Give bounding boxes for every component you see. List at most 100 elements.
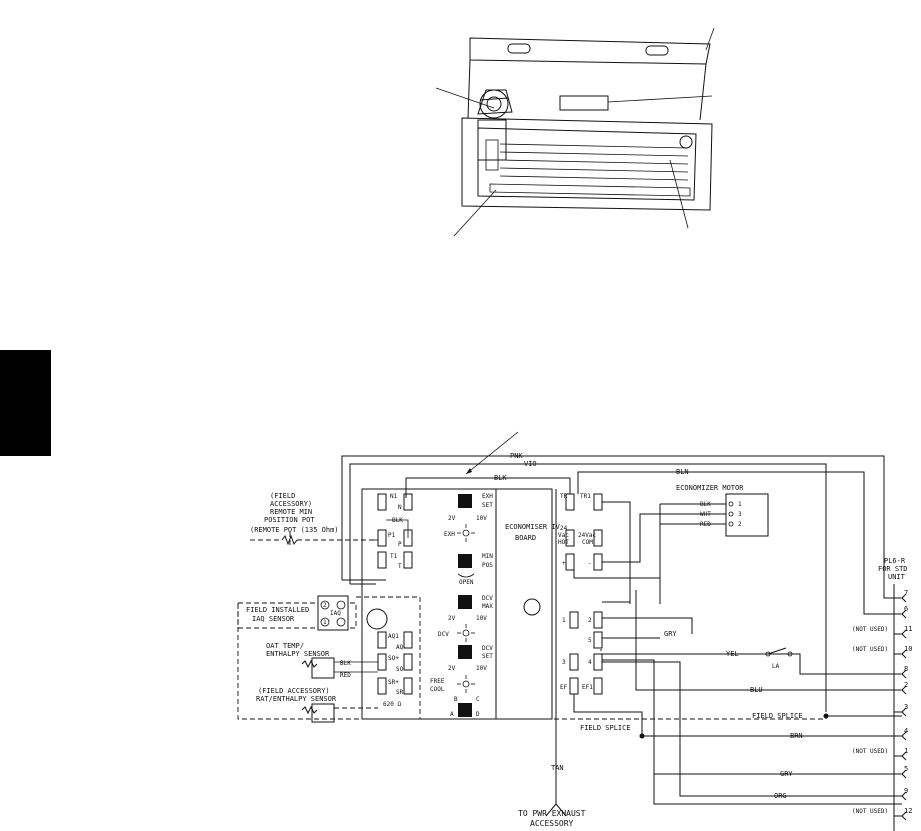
power-exhaust-label: TO PWR EXHAUST ACCESSORY [518,809,586,828]
svg-text:ORG: ORG [774,792,787,800]
svg-text:4: 4 [588,659,592,666]
svg-text:A: A [450,711,454,718]
plug-pin-number: 9 [904,787,908,795]
svg-text:IAQ SENSOR: IAQ SENSOR [252,615,295,623]
svg-text:AQ: AQ [396,644,404,651]
svg-text:2V: 2V [448,615,456,622]
svg-text:3: 3 [738,511,742,518]
svg-text:OPEN: OPEN [459,579,474,586]
plug-pin-connector [894,731,907,741]
svg-text:FOR STD: FOR STD [878,565,908,573]
plug-pin-number: 3 [904,703,908,711]
wire-harness: PNK VIO BLK BLN GRY YEL LA [341,431,902,817]
svg-text:D: D [476,711,480,718]
svg-text:BLU: BLU [750,686,763,694]
plug-pin-number: 12 [904,807,912,815]
svg-text:2: 2 [323,602,327,609]
svg-text:C: C [476,696,480,703]
svg-text:2: 2 [738,521,742,528]
plug-pin-number: 7 [904,589,908,597]
svg-text:DCV: DCV [482,645,493,652]
plug-pin-connector [894,707,907,717]
svg-text:BRN: BRN [790,732,803,740]
svg-text:TR: TR [560,493,568,500]
svg-text:24Vac: 24Vac [578,532,596,539]
plug-pin-note: (NOT USED) [852,626,888,633]
plug-pin-number: 4 [904,727,908,735]
svg-text:VIO: VIO [524,460,537,468]
plug-pin-number: 6 [904,605,908,613]
svg-text:N1: N1 [390,493,398,500]
svg-text:(FIELD: (FIELD [270,492,295,500]
svg-text:IAQ: IAQ [330,610,341,617]
economiser-board: ECONOMISER IV BOARD N1 N P1 P T1 T AQ1 A… [361,488,603,720]
svg-text:P: P [398,541,402,548]
svg-text:DCV: DCV [438,631,449,638]
svg-text:10V: 10V [476,515,487,522]
plug-pin-connector [894,791,907,801]
plug-pin-connector [894,669,907,679]
rat-enthalpy-sensor: (FIELD ACCESSORY) RAT/ENTHALPY SENSOR [256,687,378,723]
svg-text:COOL: COOL [430,686,445,693]
svg-text:YEL: YEL [726,650,739,658]
economizer-motor: ECONOMIZER MOTOR BLK WHT RED 1 3 2 [676,484,769,537]
svg-text:SR+: SR+ [388,679,399,686]
svg-text:BLK: BLK [340,660,351,667]
svg-text:SET: SET [482,653,493,660]
svg-text:SR: SR [396,689,404,696]
svg-text:TAN: TAN [551,764,564,772]
svg-text:LA: LA [772,663,780,670]
svg-text:UNIT: UNIT [888,573,906,581]
svg-text:T1: T1 [390,553,398,560]
svg-text:RAT/ENTHALPY SENSOR: RAT/ENTHALPY SENSOR [256,695,337,703]
svg-text:POS: POS [482,562,493,569]
plug-pin-connector [894,751,907,761]
remote-min-position-pot: (FIELD ACCESSORY) REMOTE MIN POSITION PO… [250,492,409,546]
svg-text:BOARD: BOARD [515,534,536,542]
svg-text:1: 1 [323,619,327,626]
svg-text:OAT TEMP/: OAT TEMP/ [266,642,304,650]
plug-pin-number: 2 [904,681,908,689]
svg-text:EF1: EF1 [582,684,593,691]
svg-text:DCV: DCV [482,595,493,602]
svg-text:2V: 2V [448,515,456,522]
plug-pin-connector [894,649,907,659]
plug-pin-number: 1 [904,747,908,755]
svg-text:3: 3 [562,659,566,666]
svg-text:2V: 2V [448,665,456,672]
svg-text:1: 1 [738,501,742,508]
svg-text:2: 2 [588,617,592,624]
svg-text:24: 24 [560,525,568,532]
plug-pin-number: 5 [904,765,908,773]
plug-pin-connector [894,811,907,821]
plug-pin-connector [894,769,907,779]
svg-text:EF: EF [560,684,568,691]
svg-text:MIN: MIN [482,553,493,560]
svg-text:5: 5 [588,637,592,644]
plug-pin-connector [894,685,907,695]
oat-enthalpy-sensor: OAT TEMP/ ENTHALPY SENSOR BLK RED [266,642,378,679]
section-tab [0,350,51,456]
svg-text:TR1: TR1 [580,493,591,500]
svg-text:ECONOMISER IV: ECONOMISER IV [505,523,561,531]
svg-text:10V: 10V [476,615,487,622]
svg-text:FIELD SPLICE: FIELD SPLICE [752,712,803,720]
svg-text:SO: SO [396,666,404,673]
svg-text:MAX: MAX [482,603,493,610]
svg-text:REMOTE MIN: REMOTE MIN [270,508,312,516]
plug-pin-number: 8 [904,665,908,673]
plug-pin-note: (NOT USED) [852,646,888,653]
plug-pin-note: (NOT USED) [852,808,888,815]
plug-pin-number: 11 [904,625,912,633]
svg-text:FIELD INSTALLED: FIELD INSTALLED [246,606,309,614]
svg-text:Vac: Vac [558,532,569,539]
svg-text:620 Ω: 620 Ω [383,701,401,708]
svg-text:ECONOMIZER MOTOR: ECONOMIZER MOTOR [676,484,744,492]
svg-text:PL6-R: PL6-R [884,557,906,565]
svg-text:COM: COM [582,539,593,546]
svg-text:FIELD SPLICE: FIELD SPLICE [580,724,631,732]
svg-text:SET: SET [482,502,493,509]
svg-text:B: B [454,696,458,703]
